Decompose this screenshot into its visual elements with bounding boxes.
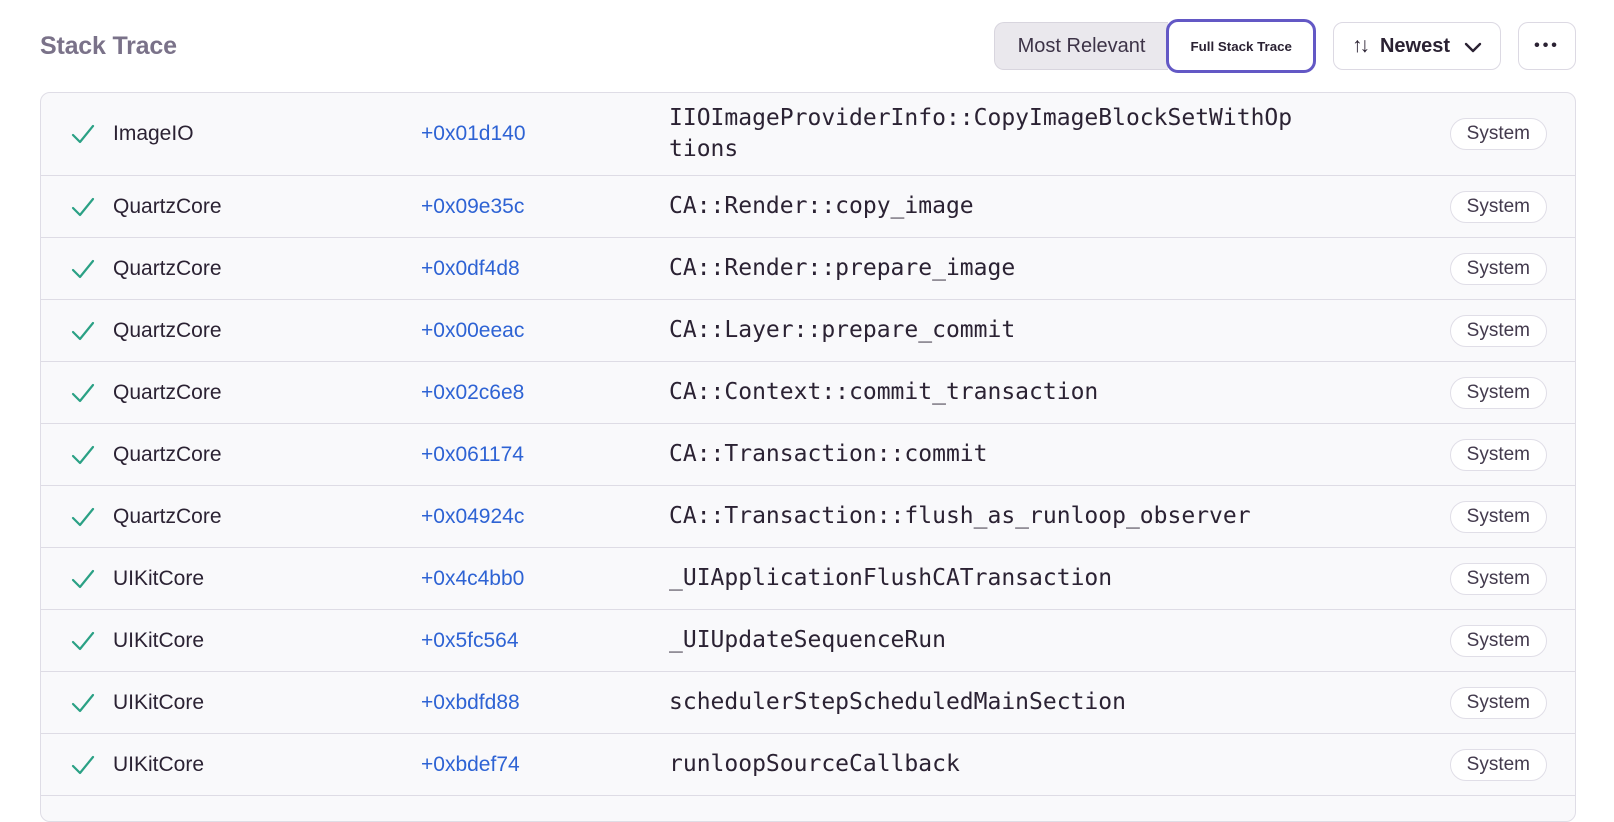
frame-module: UIKitCore (113, 752, 205, 776)
frame-module: ImageIO (113, 122, 194, 145)
frame-module: QuartzCore (113, 256, 222, 280)
frame-address-link[interactable]: +0x04924c (421, 504, 525, 528)
stack-frame-row[interactable]: QuartzCore +0x04924c CA::Transaction::fl… (41, 485, 1575, 547)
stack-trace-header: Stack Trace Most Relevant Full Stack Tra… (40, 19, 1576, 73)
frame-address-link[interactable]: +0xbdef74 (421, 752, 520, 776)
frame-origin-badge: System (1449, 314, 1547, 347)
stack-frame-row[interactable]: UIKitCore +0xbdfd88 schedulerStepSchedul… (41, 671, 1575, 733)
frame-function: CA::Layer::prepare_commit (669, 317, 1016, 343)
frame-function: CA::Render::prepare_image (669, 255, 1016, 281)
stack-trace-list: ImageIO +0x01d140 IIOImageProviderInfo::… (40, 92, 1576, 822)
frame-origin-badge: System (1449, 118, 1547, 150)
frame-origin-badge: System (1449, 562, 1547, 595)
symbolicated-check-icon (71, 124, 97, 144)
frame-address-link[interactable]: +0x5fc564 (421, 628, 519, 652)
frame-origin-badge: System (1449, 748, 1547, 781)
frame-function: schedulerStepScheduledMainSection (669, 689, 1126, 715)
frame-address-link[interactable]: +0x4c4bb0 (421, 566, 525, 590)
header-controls: Most Relevant Full Stack Trace ↑↓ Newest… (993, 19, 1576, 73)
frame-module: UIKitCore (113, 566, 205, 590)
stack-frame-row[interactable]: QuartzCore +0x00eeac CA::Layer::prepare_… (41, 299, 1575, 361)
frame-function: IIOImageProviderInfo::CopyImageBlockSetW… (669, 105, 1293, 162)
frame-origin-badge: System (1449, 190, 1547, 223)
frame-address-link[interactable]: +0x01d140 (421, 122, 526, 145)
page-title: Stack Trace (40, 31, 177, 60)
symbolicated-check-icon (71, 383, 97, 403)
symbolicated-check-icon (71, 259, 97, 279)
stack-frame-row[interactable]: QuartzCore +0x061174 CA::Transaction::co… (41, 423, 1575, 485)
frame-function: CA::Transaction::commit (669, 441, 988, 467)
symbolicated-check-icon (71, 445, 97, 465)
frame-module: QuartzCore (113, 318, 222, 342)
stack-frame-row[interactable]: UIKitCore +0x4c4bb0 _UIApplicationFlushC… (41, 547, 1575, 609)
frame-address-link[interactable]: +0xbdfd88 (421, 690, 520, 714)
frame-address-link[interactable]: +0x09e35c (421, 194, 525, 218)
frame-module: QuartzCore (113, 442, 222, 466)
symbolicated-check-icon (71, 507, 97, 527)
sort-by-label: Newest (1379, 34, 1450, 57)
more-options-button[interactable]: ••• (1518, 22, 1576, 70)
frame-function: CA::Context::commit_transaction (669, 379, 1099, 405)
frame-module: UIKitCore (113, 628, 205, 652)
frame-address-link[interactable]: +0x00eeac (421, 318, 525, 342)
frame-address-link[interactable]: +0x0df4d8 (421, 256, 520, 280)
frame-origin-badge: System (1449, 376, 1547, 409)
sort-arrows-icon: ↑↓ (1351, 34, 1370, 57)
ellipsis-icon: ••• (1534, 37, 1560, 54)
full-stack-trace-button[interactable]: Full Stack Trace (1166, 19, 1316, 73)
frame-function: runloopSourceCallback (669, 751, 960, 777)
symbolicated-check-icon (71, 631, 97, 651)
sort-by-button[interactable]: ↑↓ Newest (1332, 22, 1501, 70)
frame-function: _UIApplicationFlushCATransaction (669, 565, 1113, 591)
frame-module: QuartzCore (113, 194, 222, 218)
frame-function: CA::Transaction::flush_as_runloop_observ… (669, 503, 1251, 529)
frame-address-link[interactable]: +0x02c6e8 (421, 380, 525, 404)
symbolicated-check-icon (71, 569, 97, 589)
stack-frame-row-partial[interactable] (41, 795, 1575, 821)
frame-function: _UIUpdateSequenceRun (669, 627, 946, 653)
frame-origin-badge: System (1449, 500, 1547, 533)
symbolicated-check-icon (71, 197, 97, 217)
stack-frame-row[interactable]: UIKitCore +0xbdef74 runloopSourceCallbac… (41, 733, 1575, 795)
frame-module: QuartzCore (113, 504, 222, 528)
stack-frame-row[interactable]: QuartzCore +0x09e35c CA::Render::copy_im… (41, 175, 1575, 237)
frame-origin-badge: System (1449, 438, 1547, 471)
stack-frame-row[interactable]: ImageIO +0x01d140 IIOImageProviderInfo::… (41, 93, 1575, 175)
frame-origin-badge: System (1449, 624, 1547, 657)
frame-module: QuartzCore (113, 380, 222, 404)
frame-address-link[interactable]: +0x061174 (421, 442, 524, 466)
stack-frame-row[interactable]: QuartzCore +0x0df4d8 CA::Render::prepare… (41, 237, 1575, 299)
stack-frame-row[interactable]: UIKitCore +0x5fc564 _UIUpdateSequenceRun… (41, 609, 1575, 671)
frame-function: CA::Render::copy_image (669, 193, 974, 219)
stack-frame-row[interactable]: QuartzCore +0x02c6e8 CA::Context::commit… (41, 361, 1575, 423)
most-relevant-button[interactable]: Most Relevant (993, 22, 1169, 70)
chevron-down-icon (1464, 42, 1482, 52)
frame-origin-badge: System (1449, 252, 1547, 285)
symbolicated-check-icon (71, 755, 97, 775)
frame-module: UIKitCore (113, 690, 205, 714)
display-toggle: Most Relevant Full Stack Trace (993, 19, 1316, 73)
symbolicated-check-icon (71, 321, 97, 341)
symbolicated-check-icon (71, 693, 97, 713)
frame-origin-badge: System (1449, 686, 1547, 719)
